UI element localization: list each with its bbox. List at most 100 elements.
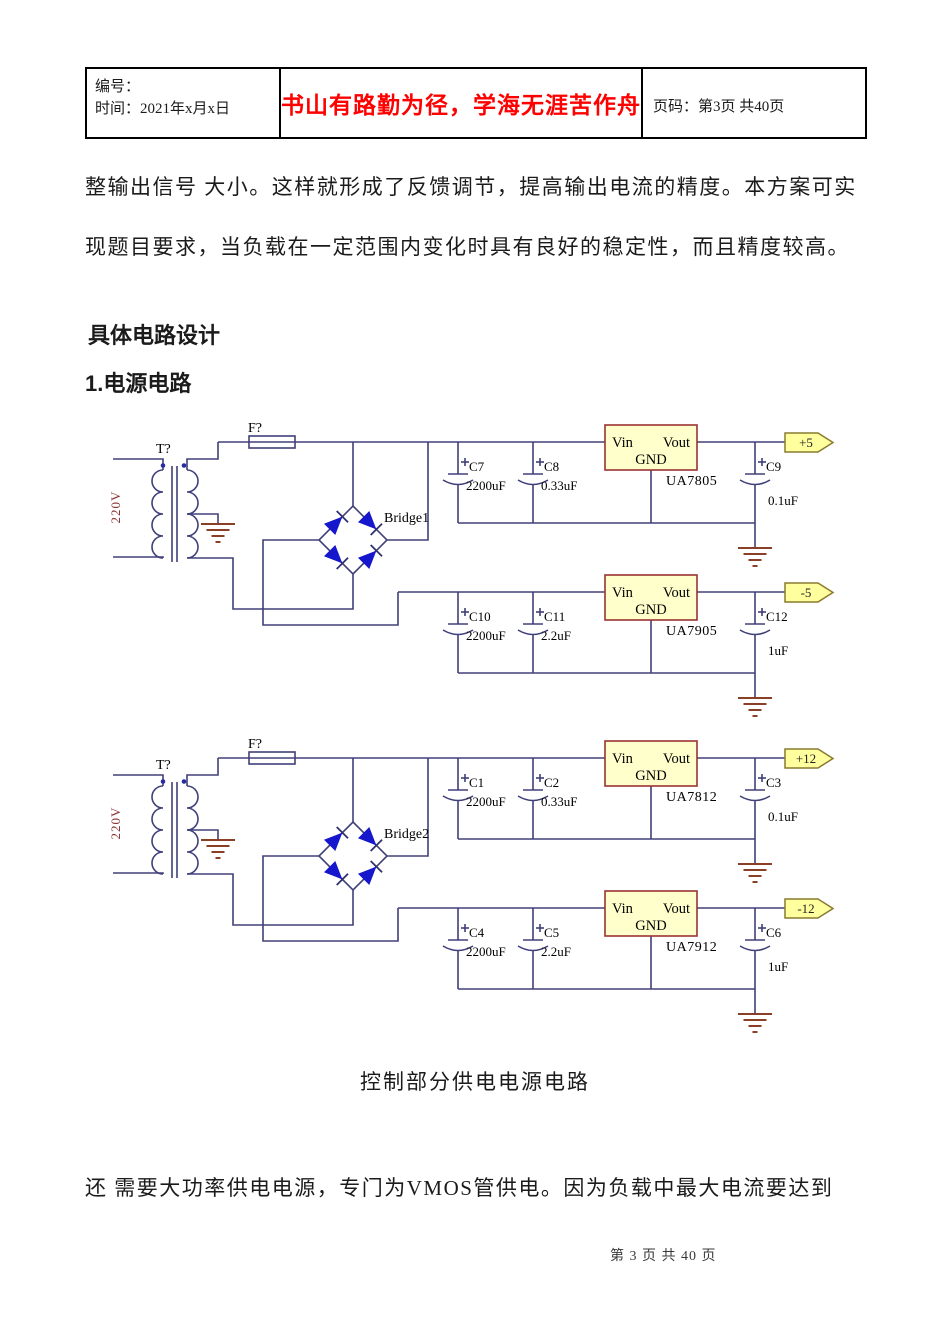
- transformer-2: T? 220V: [108, 758, 236, 878]
- svg-text:1uF: 1uF: [768, 959, 788, 974]
- svg-text:C6: C6: [766, 925, 782, 940]
- capacitor-c6: C6 1uF: [739, 923, 788, 974]
- capacitor-c9: C9 0.1uF: [739, 457, 798, 508]
- fuse-1: F?: [248, 421, 296, 449]
- bridge-rectifier-2: Bridge2: [319, 822, 429, 890]
- capacitor-c8: C8 0.33uF: [517, 457, 577, 493]
- pin-gnd: GND: [635, 602, 666, 618]
- center-tap-ground-icon: [200, 839, 236, 859]
- svg-text:2200uF: 2200uF: [466, 628, 506, 643]
- transformer1-primary-voltage: 220V: [108, 491, 123, 524]
- pin-gnd: GND: [635, 768, 666, 784]
- polarity-dot: [181, 463, 187, 468]
- svg-text:0.1uF: 0.1uF: [768, 493, 798, 508]
- svg-text:2.2uF: 2.2uF: [541, 944, 571, 959]
- svg-text:C2: C2: [544, 775, 559, 790]
- capacitor-c12: C12 1uF: [739, 607, 788, 658]
- ground-icon: [737, 1013, 773, 1033]
- bridge-rectifier-1: Bridge1: [319, 506, 429, 574]
- svg-text:0.33uF: 0.33uF: [541, 794, 577, 809]
- ground-icon: [737, 547, 773, 567]
- regulator-ua7812: Vin Vout GND UA7812: [604, 740, 717, 805]
- rail-row4: [398, 907, 786, 1033]
- subsection-heading: 1.电源电路: [85, 371, 192, 396]
- svg-text:1uF: 1uF: [768, 643, 788, 658]
- power-port-minus12: -12: [784, 898, 835, 919]
- pin-vin: Vin: [612, 901, 634, 917]
- transformer2-primary-voltage: 220V: [108, 807, 123, 840]
- header-cell-motto: 书山有路勤为径，学海无涯苦作舟: [281, 69, 643, 137]
- fuse1-ref: F?: [248, 421, 262, 436]
- capacitor-c4: C4 2200uF: [442, 923, 506, 959]
- capacitor-c2: C2 0.33uF: [517, 773, 577, 809]
- svg-text:2200uF: 2200uF: [466, 794, 506, 809]
- pin-vin: Vin: [612, 585, 634, 601]
- power-port-plus12: +12: [784, 748, 835, 769]
- pin-vout: Vout: [663, 585, 690, 601]
- svg-text:0.1uF: 0.1uF: [768, 809, 798, 824]
- regulator4-part: UA7912: [666, 940, 717, 955]
- svg-text:C9: C9: [766, 459, 781, 474]
- polarity-dot: [160, 463, 166, 468]
- capacitor-c3: C3 0.1uF: [739, 773, 798, 824]
- svg-text:C5: C5: [544, 925, 559, 940]
- header-motto-text: 书山有路勤为径，学海无涯苦作舟: [281, 93, 641, 118]
- regulator-ua7905: Vin Vout GND UA7905: [604, 574, 717, 639]
- svg-text:C1: C1: [469, 775, 484, 790]
- capacitor-c5: C5 2.2uF: [517, 923, 571, 959]
- polarity-dot: [181, 779, 187, 784]
- pin-vout: Vout: [663, 901, 690, 917]
- paragraph2: 还 需要大功率供电电源，专门为VMOS管供电。因为负载中最大电流要达到: [85, 1176, 834, 1200]
- bridge1-label: Bridge1: [384, 511, 429, 526]
- capacitor-c10: C10 2200uF: [442, 607, 506, 643]
- transformer2-ref: T?: [156, 758, 171, 773]
- pin-vin: Vin: [612, 751, 634, 767]
- svg-text:+12: +12: [796, 751, 816, 766]
- svg-text:2200uF: 2200uF: [466, 944, 506, 959]
- paragraph1-line1: 整输出信号 大小。这样就形成了反馈调节，提高输出电流的精度。本方案可实: [85, 175, 857, 199]
- regulator2-part: UA7905: [666, 624, 717, 639]
- header-number-label: 编号：: [95, 79, 141, 95]
- ground-icon: [737, 697, 773, 717]
- polarity-dot: [160, 779, 166, 784]
- svg-text:C11: C11: [544, 609, 565, 624]
- pin-vout: Vout: [663, 435, 690, 451]
- svg-text:-12: -12: [797, 901, 814, 916]
- transformer-1: T? 220V: [108, 442, 236, 562]
- capacitor-c11: C11 2.2uF: [517, 607, 571, 643]
- power-port-minus5: -5: [784, 582, 835, 603]
- rail-row2: [398, 591, 786, 717]
- figure-caption: 控制部分供电电源电路: [360, 1070, 590, 1094]
- header-table: 编号： 时间：2021年x月x日 书山有路勤为径，学海无涯苦作舟 页码：第3页 …: [85, 67, 867, 139]
- bridge2-label: Bridge2: [384, 827, 429, 842]
- page-footer: 第 3 页 共 40 页: [610, 1249, 717, 1264]
- section-heading: 具体电路设计: [88, 323, 221, 348]
- svg-text:2200uF: 2200uF: [466, 478, 506, 493]
- power-port-plus5: +5: [784, 432, 835, 453]
- header-page-label: 页码：第3页 共40页: [653, 99, 785, 115]
- header-time-label: 时间：2021年x月x日: [95, 101, 231, 117]
- fuse-2: F?: [248, 737, 296, 765]
- header-cell-page: 页码：第3页 共40页: [643, 69, 865, 137]
- svg-text:-5: -5: [801, 585, 812, 600]
- svg-text:C10: C10: [469, 609, 491, 624]
- transformer1-ref: T?: [156, 442, 171, 457]
- ground-icon: [737, 863, 773, 883]
- svg-text:C3: C3: [766, 775, 781, 790]
- paragraph1-line2: 现题目要求，当负载在一定范围内变化时具有良好的稳定性，而且精度较高。: [85, 235, 850, 259]
- svg-text:+5: +5: [799, 435, 813, 450]
- pin-vin: Vin: [612, 435, 634, 451]
- pin-gnd: GND: [635, 452, 666, 468]
- rail-row1: [457, 441, 786, 567]
- pin-gnd: GND: [635, 918, 666, 934]
- pin-vout: Vout: [663, 751, 690, 767]
- regulator-ua7805: Vin Vout GND UA7805: [604, 424, 717, 489]
- svg-text:C4: C4: [469, 925, 485, 940]
- primary-coil: [151, 469, 164, 559]
- regulator1-part: UA7805: [666, 474, 717, 489]
- header-cell-meta: 编号： 时间：2021年x月x日: [87, 69, 281, 137]
- center-tap-ground-icon: [200, 523, 236, 543]
- rail-row3: [457, 757, 786, 883]
- svg-text:C8: C8: [544, 459, 559, 474]
